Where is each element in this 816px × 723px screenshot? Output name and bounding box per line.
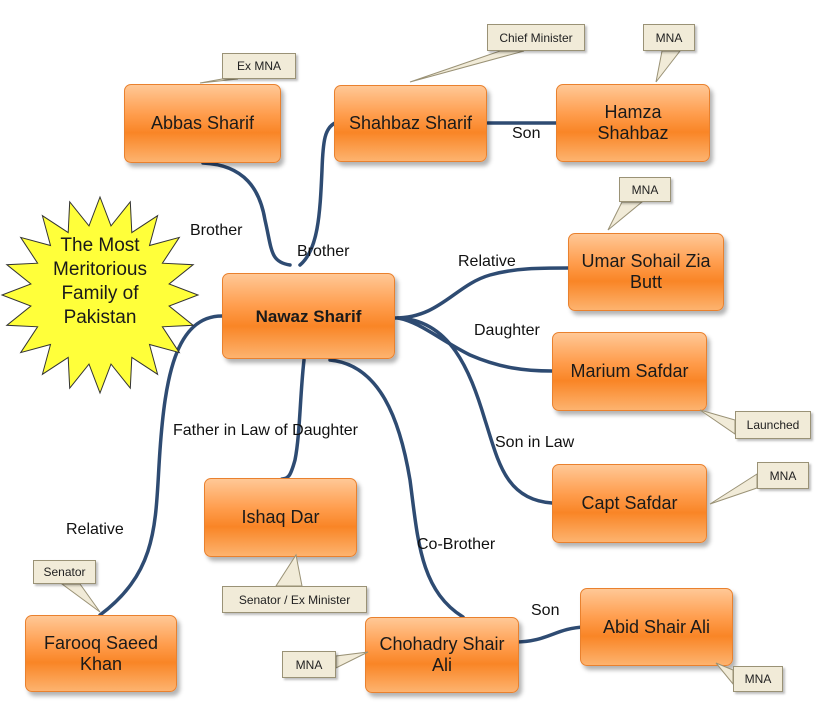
burst-line-3: Family of bbox=[61, 283, 139, 304]
node-nawaz-sharif[interactable]: Nawaz Sharif bbox=[222, 273, 395, 359]
edge-nawaz-umar bbox=[393, 266, 570, 320]
callout-hamza: MNA bbox=[643, 24, 695, 51]
node-chohadry-line-1: Chohadry Shair bbox=[379, 634, 505, 654]
callout-ishaq: Senator / Ex Minister bbox=[222, 586, 367, 613]
callout-abid: MNA bbox=[733, 666, 783, 692]
edge-label-son-abid: Son bbox=[531, 602, 560, 619]
edge-nawaz-farooq bbox=[98, 314, 224, 617]
node-farooq-saeed-khan[interactable]: Farooq Saeed Khan bbox=[25, 615, 177, 692]
node-hamza-shahbaz[interactable]: Hamza Shahbaz bbox=[556, 84, 710, 162]
starburst-text: The Most Meritorious Family of Pakistan bbox=[30, 234, 170, 330]
callout-safdar: MNA bbox=[757, 462, 809, 489]
callout-abbas: Ex MNA bbox=[222, 53, 296, 79]
node-chohadry-line-2: Ali bbox=[431, 655, 452, 675]
burst-line-1: The Most bbox=[60, 235, 140, 256]
node-shahbaz-sharif[interactable]: Shahbaz Sharif bbox=[334, 85, 487, 162]
edge-label-relative-farooq: Relative bbox=[66, 521, 124, 538]
edge-label-son-in-law: Son in Law bbox=[495, 434, 575, 451]
node-abbas-sharif-label: Abbas Sharif bbox=[150, 113, 255, 133]
starburst-polygon bbox=[0, 195, 200, 395]
node-shahbaz-sharif-label: Shahbaz Sharif bbox=[348, 113, 473, 133]
burst-line-2: Meritorious bbox=[53, 259, 147, 280]
edge-nawaz-chohadry bbox=[328, 358, 465, 619]
edge-label-daughter: Daughter bbox=[474, 322, 540, 339]
edge-label-brother-shahbaz: Brother bbox=[297, 243, 350, 260]
node-abid-shair-ali-label: Abid Shair Ali bbox=[602, 616, 711, 637]
node-ishaq-dar-label: Ishaq Dar bbox=[241, 507, 320, 527]
node-farooq-line-1: Farooq Saeed bbox=[43, 632, 159, 653]
callout-chohadry: MNA bbox=[282, 651, 336, 678]
edge-chohadry-abid bbox=[513, 625, 587, 644]
node-chohadry-shair-ali[interactable]: Chohadry Shair Ali bbox=[365, 617, 519, 693]
edge-label-co-brother: Co-Brother bbox=[417, 536, 496, 553]
edge-nawaz-abbas bbox=[201, 161, 292, 267]
burst-line-4: Pakistan bbox=[63, 307, 137, 328]
node-hamza-line-2: Shahbaz bbox=[597, 123, 669, 143]
node-capt-safdar[interactable]: Capt Safdar bbox=[552, 464, 707, 543]
edge-nawaz-ishaq bbox=[280, 358, 306, 481]
node-capt-safdar-label: Capt Safdar bbox=[581, 493, 678, 513]
edge-label-father-in-law: Father in Law of Daughter bbox=[173, 422, 358, 439]
node-abid-shair-ali[interactable]: Abid Shair Ali bbox=[580, 588, 733, 666]
edge-label-son-hamza: Son bbox=[512, 125, 541, 142]
callout-farooq: Senator bbox=[33, 560, 96, 584]
starburst-shape bbox=[0, 195, 200, 395]
edge-nawaz-marium bbox=[396, 316, 554, 373]
callout-marium: Launched bbox=[735, 411, 811, 439]
callout-shahbaz: Chief Minister bbox=[487, 24, 585, 51]
node-hamza-line-1: Hamza bbox=[604, 102, 662, 122]
node-umar-sohail-zia-butt[interactable]: Umar Sohail Zia Butt bbox=[568, 233, 724, 311]
edge-nawaz-safdar bbox=[396, 316, 554, 505]
node-abbas-sharif[interactable]: Abbas Sharif bbox=[124, 84, 281, 163]
edge-label-brother-abbas: Brother bbox=[190, 222, 243, 239]
callout-umar: MNA bbox=[619, 177, 671, 202]
node-farooq-line-2: Khan bbox=[79, 653, 123, 674]
node-marium-safdar[interactable]: Marium Safdar bbox=[552, 332, 707, 411]
node-marium-safdar-label: Marium Safdar bbox=[570, 361, 689, 381]
edge-label-relative-umar: Relative bbox=[458, 253, 516, 270]
node-ishaq-dar[interactable]: Ishaq Dar bbox=[204, 478, 357, 557]
node-umar-line-2: Butt bbox=[629, 272, 662, 292]
node-umar-line-1: Umar Sohail Zia bbox=[581, 251, 711, 271]
edge-nawaz-shahbaz bbox=[298, 121, 337, 267]
node-nawaz-sharif-label: Nawaz Sharif bbox=[255, 306, 362, 326]
